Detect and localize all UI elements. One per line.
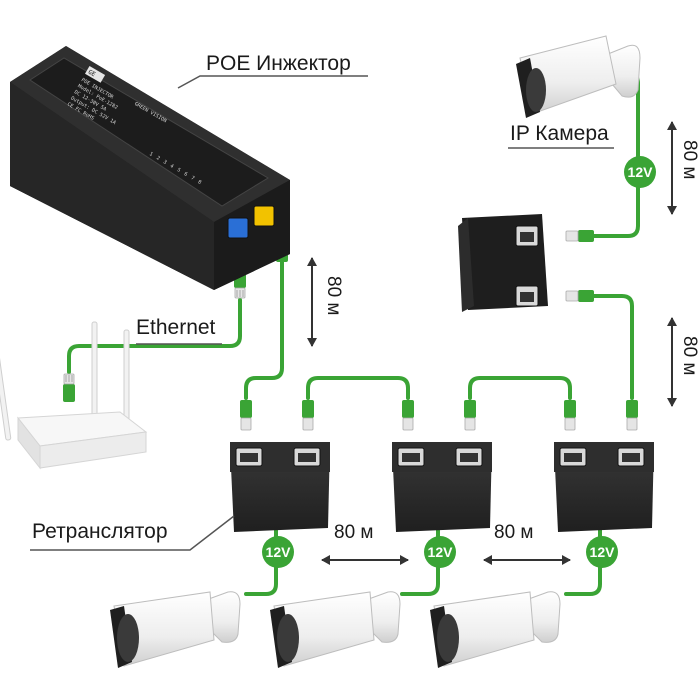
svg-text:8: 8 [197,179,203,186]
cables [67,70,640,596]
svg-text:1: 1 [148,151,154,158]
distance-injector-repeater: 80 м [323,276,344,316]
label-repeater: Ретранслятор [32,520,168,543]
injector-badge-box [85,65,106,83]
injector-badge: GE [87,69,97,79]
cable-repeater2-camera2 [400,526,440,596]
rj45-plug [63,373,75,402]
distance-arrows [307,121,677,565]
distance-camera-splitter: 80 м [679,140,700,180]
splitter [458,214,548,312]
router [0,321,148,470]
cable-repeater1-camera1 [244,526,278,596]
rj45-plug [240,400,252,431]
rj45-plug [464,400,476,431]
injector-port-numbers: 1 2 3 4 5 6 7 8 [148,151,202,186]
distance-splitter-repeater: 80 м [679,336,700,376]
ip-camera-bottom-2 [270,591,401,668]
svg-text:6: 6 [183,171,189,178]
rj45-plug [564,400,576,431]
cable-router-injector [67,298,242,374]
leader-repeater [30,515,235,551]
camera-mount [365,591,401,643]
injector-port-yellow [253,205,275,227]
injector-port-blue [227,217,249,239]
svg-text:12V: 12V [628,164,654,180]
svg-text:12V: 12V [590,544,616,560]
label-poe-injector: POE Инжектор [206,52,351,75]
camera-mount [205,591,241,643]
rj45-plug [402,400,414,431]
router-antenna [0,322,12,441]
camera-mount [525,591,561,643]
leader-poe-injector [177,75,368,89]
leader-lines [30,75,614,551]
cable-repeater2-repeater3 [468,376,572,400]
distance-repeater1-repeater2: 80 м [334,522,374,543]
ip-camera-bottom-1 [110,591,241,668]
label-ip-camera: IP Камера [510,122,609,145]
repeater-3 [554,442,654,532]
rj45-plug [565,290,594,302]
repeater-2 [392,442,492,532]
svg-text:7: 7 [190,175,196,182]
svg-text:12V: 12V [266,544,292,560]
label-ethernet: Ethernet [136,316,216,339]
rj45-plug [302,400,314,431]
ip-camera-top [516,35,641,118]
svg-text:5: 5 [176,167,182,174]
badge-12v-repeater1: 12V [262,536,294,568]
svg-text:3: 3 [162,159,168,166]
repeater-1 [230,442,330,532]
cable-injector-repeater1 [244,260,284,400]
svg-text:2: 2 [155,155,161,162]
rj45-plug [626,400,638,431]
badge-12v-repeater2: 12V [424,536,456,568]
cable-repeater3-camera3 [564,526,602,596]
svg-text:4: 4 [169,163,175,170]
badge-12v-repeater3: 12V [586,536,618,568]
cable-repeater1-repeater2 [306,376,410,400]
badge-12v-top: 12V [624,156,656,188]
svg-text:12V: 12V [428,544,454,560]
ip-camera-bottom-3 [430,591,561,668]
distance-repeater2-repeater3: 80 м [494,522,534,543]
cable-repeater3-splitter [592,294,634,400]
rj45-plug [565,230,594,242]
poe-injector: GE POE INJECTOR Model: PoE-1282 DC 12-30… [10,46,290,290]
